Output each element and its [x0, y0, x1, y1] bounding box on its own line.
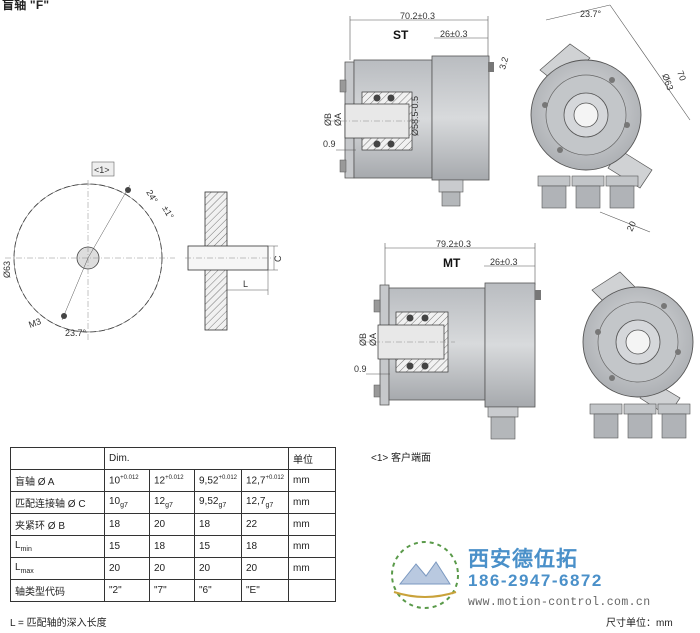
- table-cell: 18: [104, 513, 150, 536]
- st-label: ST: [393, 28, 409, 42]
- st-front-angle: 23.7°: [580, 9, 602, 19]
- watermark-phone: 186-2947-6872: [468, 571, 603, 590]
- row-unit: mm: [288, 557, 336, 580]
- shaft-dim-l: L: [243, 279, 248, 289]
- table-cell: 9,52+0.012: [194, 469, 242, 492]
- table-cell: 12g7: [149, 491, 195, 514]
- flange-dim-angle1: 24°: [144, 188, 160, 205]
- table-cell: 18: [149, 535, 195, 558]
- mt-front-view: [582, 271, 694, 439]
- st-dim-a: ØA: [333, 113, 343, 126]
- technical-drawing: 70.2±0.3 ST 26±0.3 ØB ØA Ø58.5-0.5 0.9 2…: [2, 4, 694, 440]
- row-label: Lmax: [10, 557, 105, 580]
- table-cell: "2": [104, 579, 150, 602]
- st-dim-09: 0.9: [323, 139, 336, 149]
- mt-label: MT: [443, 256, 461, 270]
- mt-dim-part: 26±0.3: [490, 257, 517, 267]
- flange-dim-m3: M3: [27, 316, 42, 330]
- row-label: 夹紧环 Ø B: [10, 513, 105, 536]
- watermark-logo-icon: [391, 541, 459, 609]
- watermark-url: www.motion-control.com.cn: [468, 596, 651, 609]
- flange-view: <1> Ø63 24° ±1° M3 23.7°: [2, 161, 176, 340]
- st-dim-part: 26±0.3: [440, 29, 467, 39]
- table-cell: 20: [241, 557, 289, 580]
- footnote: L = 匹配轴的深入长度: [10, 618, 107, 629]
- callout-box: [91, 161, 115, 177]
- table-cell: 10g7: [104, 491, 150, 514]
- row-label: 轴类型代码: [10, 579, 105, 602]
- watermark-company: 西安德伍拓: [468, 547, 578, 571]
- shaft-side-view: C L: [185, 191, 283, 331]
- mt-dim-total: 79.2±0.3: [436, 239, 471, 249]
- flange-dim-dia: Ø63: [2, 261, 12, 278]
- row-label: 匹配连接轴 Ø C: [10, 491, 105, 514]
- row-unit: [288, 579, 336, 602]
- mt-side-view: 79.2±0.3 MT 26±0.3 ØB ØA 0.9: [354, 239, 541, 440]
- table-cell: 12,7g7: [241, 491, 289, 514]
- table-cell: "E": [241, 579, 289, 602]
- flange-callout: <1>: [94, 165, 110, 175]
- row-label: Lmin: [10, 535, 105, 558]
- table-cell: 15: [194, 535, 242, 558]
- customer-note: <1> 客户端面: [371, 453, 432, 464]
- table-cell: "7": [149, 579, 195, 602]
- row-unit: mm: [288, 469, 336, 492]
- mt-dim-09: 0.9: [354, 364, 367, 374]
- table-header-row: Dim. 单位: [10, 447, 336, 470]
- st-front-dim-70: 70: [675, 69, 688, 82]
- mt-dim-b: ØB: [358, 333, 368, 346]
- st-side-view: 70.2±0.3 ST 26±0.3 ØB ØA Ø58.5-0.5 0.9: [323, 11, 494, 207]
- row-unit: mm: [288, 535, 336, 558]
- table-cell: 22: [241, 513, 289, 536]
- st-front-dim-63: Ø63: [660, 72, 675, 91]
- row-label: 盲轴 Ø A: [10, 469, 105, 492]
- st-front-view: 23.7° 3.2 70 Ø63 20: [497, 4, 691, 233]
- flange-dim-tol: ±1°: [160, 204, 176, 221]
- header-unit: 单位: [288, 447, 336, 470]
- table-cell: 10+0.012: [104, 469, 150, 492]
- st-dim-585: Ø58.5-0.5: [410, 96, 420, 136]
- table-row: 轴类型代码"2""7""6""E": [10, 579, 336, 602]
- table-cell: "6": [194, 579, 242, 602]
- table-cell: 20: [149, 513, 195, 536]
- table-cell: 20: [104, 557, 150, 580]
- mt-dim-a: ØA: [368, 333, 378, 346]
- flange-dim-angle2: 23.7°: [65, 328, 87, 338]
- shaft-dim-c: C: [273, 255, 283, 262]
- table-cell: 12+0.012: [149, 469, 195, 492]
- st-dim-total: 70.2±0.3: [400, 11, 435, 21]
- page-title: 盲轴 "F": [2, 0, 50, 12]
- table-cell: 18: [241, 535, 289, 558]
- unit-note: 尺寸单位：mm: [606, 618, 673, 629]
- table-cell: 12,7+0.012: [241, 469, 289, 492]
- table-cell: 20: [194, 557, 242, 580]
- table-cell: 20: [149, 557, 195, 580]
- st-dim-b: ØB: [323, 113, 333, 126]
- header-dim: Dim.: [104, 447, 289, 470]
- table-cell: 18: [194, 513, 242, 536]
- row-unit: mm: [288, 491, 336, 514]
- row-unit: mm: [288, 513, 336, 536]
- st-front-dim-32: 3.2: [497, 56, 510, 71]
- st-front-dim-20: 20: [625, 220, 638, 233]
- table-cell: 9,52g7: [194, 491, 242, 514]
- table-cell: 15: [104, 535, 150, 558]
